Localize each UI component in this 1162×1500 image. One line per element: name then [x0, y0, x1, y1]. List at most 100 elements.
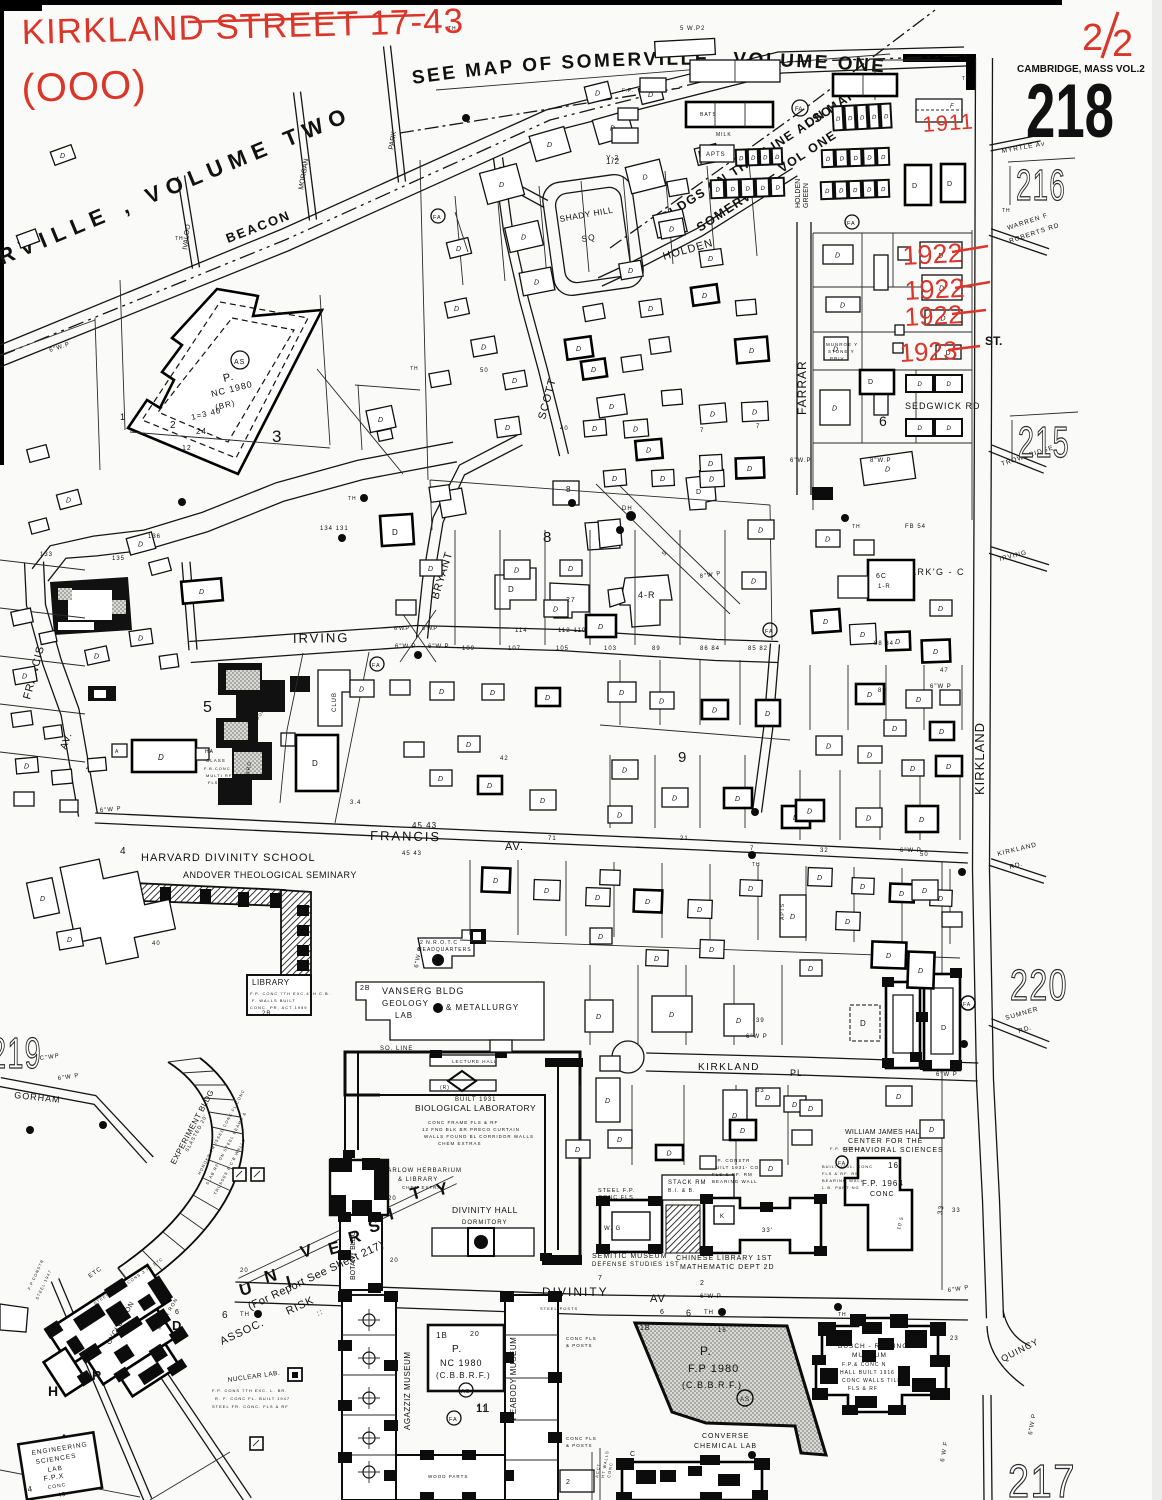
svg-text:D: D [487, 783, 492, 790]
svg-text:D: D [918, 968, 923, 975]
svg-text:D: D [612, 476, 617, 483]
svg-text:1-R: 1-R [878, 584, 891, 590]
svg-text:SEMITIC MUSEUM: SEMITIC MUSEUM [592, 1253, 667, 1260]
svg-text:D: D [199, 589, 204, 596]
svg-text:P.: P. [222, 371, 236, 385]
svg-text:D: D [941, 316, 946, 323]
svg-text:D: D [747, 466, 752, 473]
svg-text:C: C [630, 1451, 636, 1458]
svg-text:1: 1 [120, 412, 126, 422]
svg-text:APTS: APTS [780, 903, 786, 920]
svg-text:16: 16 [718, 1328, 727, 1334]
svg-text:BATS: BATS [700, 112, 717, 118]
svg-text:CAMBRIDGE, MASS VOL.2: CAMBRIDGE, MASS VOL.2 [1017, 64, 1145, 75]
svg-text:6"W.P: 6"W.P [428, 644, 449, 650]
svg-text:133: 133 [40, 552, 53, 558]
svg-text:89: 89 [652, 646, 661, 652]
svg-text:D: D [808, 1106, 813, 1113]
svg-text:11: 11 [476, 1401, 490, 1415]
svg-text:2B: 2B [262, 1011, 271, 1017]
svg-text:CONC: CONC [606, 1462, 614, 1478]
svg-text:3: 3 [272, 427, 282, 446]
svg-text:R: R [346, 1226, 363, 1248]
svg-text:4: 4 [27, 1484, 34, 1494]
svg-text:D: D [884, 114, 889, 120]
svg-text:6"W.P: 6"W.P [394, 626, 409, 632]
svg-text:D: D [853, 188, 858, 194]
svg-text:CONC FLS: CONC FLS [566, 1336, 597, 1341]
svg-text:TH: TH [348, 496, 357, 502]
svg-text:FA: FA [449, 1417, 458, 1423]
svg-text:D: D [595, 895, 600, 902]
svg-text:FA: FA [433, 215, 442, 221]
svg-text:FRANCIS: FRANCIS [370, 828, 441, 844]
svg-text:HALL BUILT 1916: HALL BUILT 1916 [840, 1370, 895, 1376]
svg-text:D: D [867, 753, 872, 760]
svg-text:6"W P: 6"W P [900, 848, 922, 854]
svg-text:D: D [592, 426, 597, 433]
svg-text:33: 33 [937, 1204, 946, 1215]
svg-text:D: D [929, 1127, 934, 1134]
svg-text:FA: FA [795, 107, 802, 113]
svg-text:D: D [749, 348, 754, 355]
svg-text:CONC FLS: CONC FLS [566, 1436, 597, 1441]
svg-text:& LIBRARY: & LIBRARY [398, 1177, 438, 1183]
svg-text:MUNROE Y: MUNROE Y [826, 342, 858, 347]
svg-text:3.4: 3.4 [350, 800, 361, 806]
svg-text:45: 45 [57, 1492, 67, 1499]
svg-text:7: 7 [598, 1275, 603, 1282]
svg-text:2: 2 [700, 1280, 705, 1287]
svg-text:PRIV: PRIV [830, 356, 845, 361]
svg-text:D: D [24, 764, 29, 771]
svg-text:F: F [950, 104, 954, 110]
svg-text:F.P. CONSTR: F.P. CONSTR [830, 1146, 865, 1151]
svg-text:2: 2 [1082, 17, 1103, 59]
svg-text:D: D [832, 406, 837, 413]
svg-text:AV: AV [650, 1293, 666, 1305]
svg-text:2: 2 [1112, 23, 1133, 65]
svg-text:GEOLOGY: GEOLOGY [382, 999, 429, 1008]
svg-text:F. WALLS BUILT: F. WALLS BUILT [252, 998, 296, 1003]
svg-text:::: :: [315, 1307, 325, 1318]
svg-text:IRVING: IRVING [293, 630, 350, 646]
svg-text:CHEMICAL LAB: CHEMICAL LAB [694, 1443, 757, 1450]
svg-text:R. F. CONC FL. BUILT 1947: R. F. CONC FL. BUILT 1947 [215, 1396, 290, 1401]
svg-text:TH: TH [448, 26, 457, 32]
svg-text:D: D [912, 183, 918, 190]
svg-text:6: 6 [175, 1309, 180, 1316]
svg-text:D: D [807, 809, 812, 816]
svg-text:2: 2 [170, 420, 177, 431]
svg-text:D: D [654, 956, 659, 963]
svg-text:D: D [895, 639, 900, 646]
svg-text:5 W.P2: 5 W.P2 [680, 26, 705, 32]
svg-text:(C.B.B.R.F.): (C.B.B.R.F.) [436, 1371, 491, 1380]
svg-text:ST.: ST. [985, 334, 1002, 348]
svg-text:D: D [575, 1147, 580, 1154]
svg-text:D: D [853, 156, 858, 162]
svg-text:D: D [617, 1137, 622, 1144]
svg-text:33: 33 [756, 1088, 765, 1094]
svg-text:F.P. CONC 7TH EXC.4TH C.B.: F.P. CONC 7TH EXC.4TH C.B. [250, 991, 331, 996]
svg-text:F.P. CONSTR: F.P. CONSTR [712, 1158, 750, 1163]
svg-text:45 43: 45 43 [412, 821, 437, 830]
svg-text:D: D [946, 350, 951, 357]
svg-text:6: 6 [660, 1309, 665, 1316]
svg-text:D: D [947, 181, 953, 188]
svg-text:D: D [860, 632, 865, 639]
svg-text:D: D [576, 346, 581, 353]
svg-text:D: D [751, 579, 756, 586]
svg-text:D: D [645, 899, 650, 906]
svg-text:47: 47 [940, 668, 949, 674]
svg-text:D: D [659, 699, 664, 706]
svg-text:D: D [748, 886, 753, 893]
svg-text:1B: 1B [640, 1325, 651, 1332]
svg-text:5: 5 [203, 699, 213, 716]
svg-text:D: D [708, 256, 713, 263]
svg-text:D: D [454, 306, 459, 313]
svg-text:FLS & RF. RM: FLS & RF. RM [822, 1171, 860, 1176]
svg-text:D: D [619, 690, 624, 697]
svg-text:D: D [669, 227, 674, 234]
svg-text:HOLDEN: HOLDEN [795, 179, 802, 208]
svg-text:D: D [709, 947, 714, 954]
svg-text:CHEM EXTRAS: CHEM EXTRAS [402, 1185, 446, 1190]
